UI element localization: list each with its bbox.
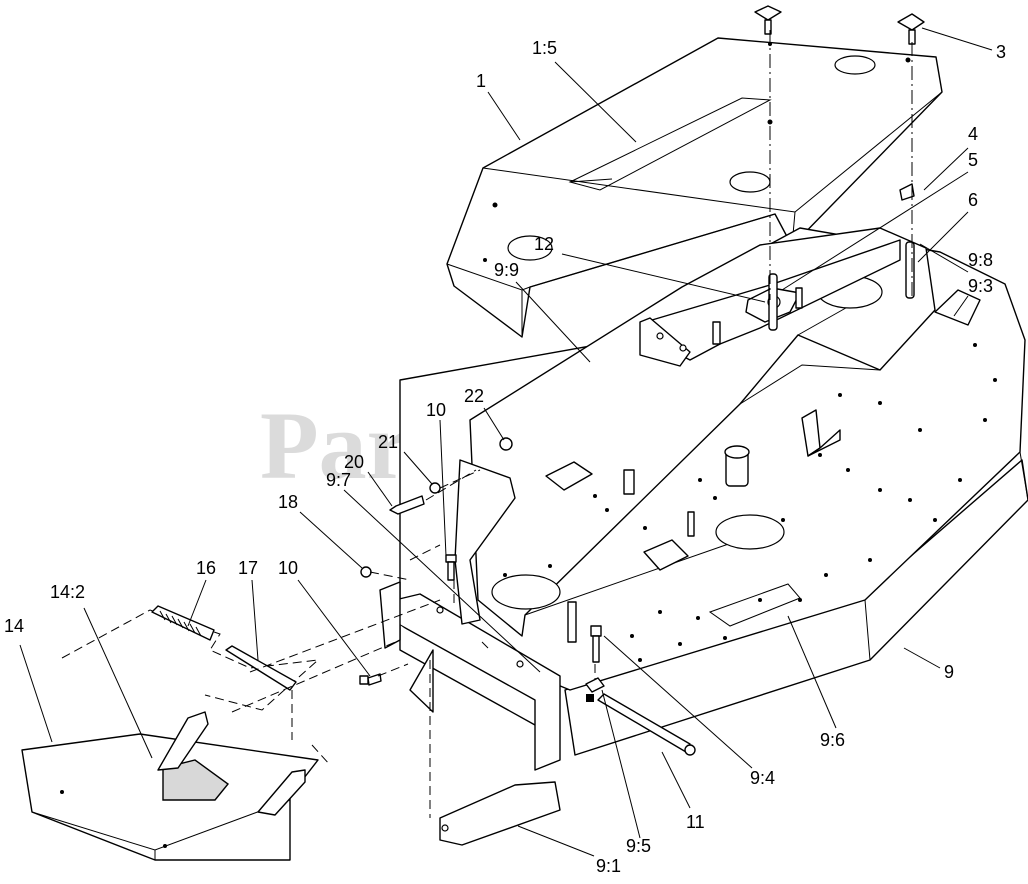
- callout-9-5: 9:5: [626, 836, 651, 856]
- callout-22: 22: [464, 386, 484, 406]
- callout-17: 17: [238, 558, 258, 578]
- callout-12: 12: [534, 234, 554, 254]
- callout-21: 21: [378, 432, 398, 452]
- callout-16: 16: [196, 558, 216, 578]
- spring-and-rod-parts: [151, 605, 297, 691]
- callout-9-8: 9:8: [968, 250, 993, 270]
- hardware-parts: [359, 5, 925, 756]
- callout-labels: 1 1:5 3 4 5 6 9:8 9:3 12 9:9 22 10 21 20…: [4, 38, 1006, 876]
- callout-4: 4: [968, 124, 978, 144]
- callout-10-upper: 10: [426, 400, 446, 420]
- callout-9-9: 9:9: [494, 260, 519, 280]
- callout-9: 9: [944, 662, 954, 682]
- callout-9-4: 9:4: [750, 768, 775, 788]
- assembly-centerlines: [231, 30, 913, 818]
- callout-14: 14: [4, 616, 24, 636]
- callout-1-5: 1:5: [532, 38, 557, 58]
- callout-6: 6: [968, 190, 978, 210]
- callout-9-7: 9:7: [326, 470, 351, 490]
- callout-14-2: 14:2: [50, 582, 85, 602]
- callout-1: 1: [476, 71, 486, 91]
- callout-3: 3: [996, 42, 1006, 62]
- callout-9-3: 9:3: [968, 276, 993, 296]
- front-bracket-part: [379, 459, 561, 771]
- callout-11: 11: [686, 812, 705, 832]
- callout-5: 5: [968, 150, 978, 170]
- callout-18: 18: [278, 492, 298, 512]
- callout-20: 20: [344, 452, 364, 472]
- callout-10-lower: 10: [278, 558, 298, 578]
- skid-plate-part: [439, 781, 561, 846]
- callout-9-6: 9:6: [820, 730, 845, 750]
- callout-9-1: 9:1: [596, 856, 621, 876]
- leader-lines: [19, 27, 993, 857]
- deflector-part: [21, 609, 331, 861]
- deck-cover-part: [446, 37, 943, 338]
